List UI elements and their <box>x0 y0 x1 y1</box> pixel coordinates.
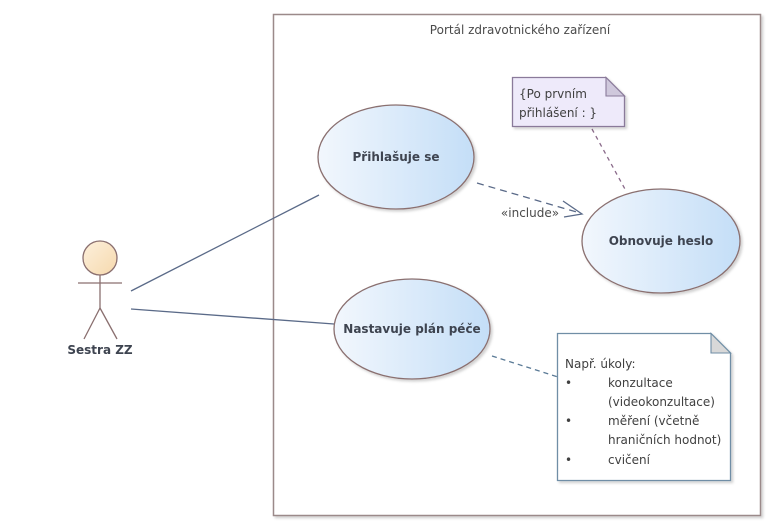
include-label: «include» <box>501 206 559 220</box>
use-case-reset-password-label: Obnovuje heslo <box>609 234 714 248</box>
bullet-icon: • <box>565 453 572 467</box>
tasks-note-link[interactable] <box>491 355 559 378</box>
constraint-note-line-1: {Po prvním <box>519 87 587 101</box>
use-case-login[interactable]: Přihlašuje se <box>317 104 475 210</box>
association-login[interactable] <box>130 194 320 292</box>
folded-corner-icon <box>605 76 626 97</box>
actor-name: Sestra ZZ <box>67 343 133 357</box>
stick-figure-icon <box>78 240 122 340</box>
task-item-3-line-1: cvičení <box>608 453 651 467</box>
use-case-care-plan-label: Nastavuje plán péče <box>343 322 480 336</box>
open-arrowhead-icon <box>562 200 584 218</box>
boundary-title: Portál zdravotnického zařízení <box>430 23 611 37</box>
task-item-2-line-1: měření (včetně <box>608 414 699 428</box>
bullet-icon: • <box>565 414 572 428</box>
use-case-care-plan[interactable]: Nastavuje plán péče <box>333 278 491 380</box>
task-item-1-line-2: (videokonzultace) <box>608 395 715 409</box>
constraint-note-link[interactable] <box>591 128 627 192</box>
task-item-2-line-2: hraničních hodnot) <box>608 433 721 447</box>
association-plan[interactable] <box>130 308 335 325</box>
constraint-note[interactable]: {Po prvním přihlášení : } <box>511 76 626 128</box>
use-case-reset-password[interactable]: Obnovuje heslo <box>581 188 741 294</box>
tasks-note[interactable]: Např. úkoly: • konzultace (videokonzulta… <box>556 332 732 482</box>
actor-nurse[interactable]: Sestra ZZ <box>67 240 133 357</box>
tasks-note-heading: Např. úkoly: <box>565 357 635 371</box>
folded-corner-icon <box>710 332 732 354</box>
bullet-icon: • <box>565 376 572 390</box>
use-case-login-label: Přihlašuje se <box>353 150 440 164</box>
include-relationship[interactable]: «include» <box>476 182 584 220</box>
constraint-note-line-2: přihlášení : } <box>519 106 597 120</box>
task-item-1-line-1: konzultace <box>608 376 673 390</box>
